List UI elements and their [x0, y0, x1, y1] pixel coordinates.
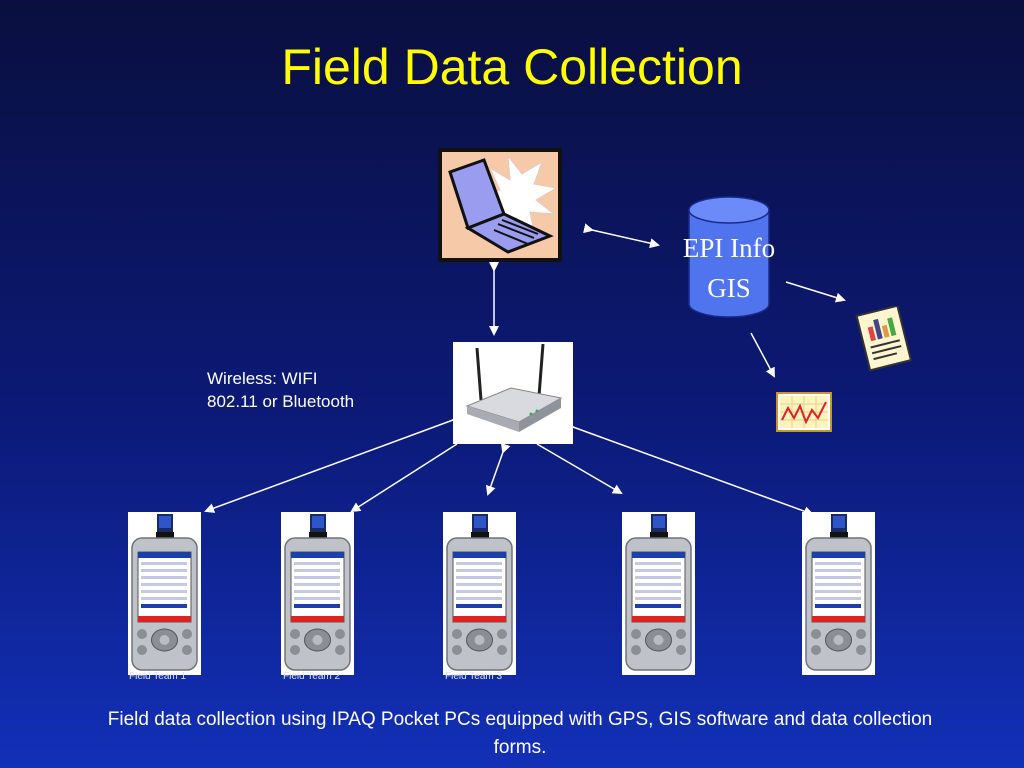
- database-label: EPI Info GIS: [664, 228, 794, 308]
- arrow-router-device-5: [563, 419, 814, 516]
- slide-title: Field Data Collection: [281, 39, 743, 95]
- arrow-database-report: [785, 281, 846, 303]
- pocket-pc-icon: [802, 512, 875, 675]
- field-device-3: [443, 512, 516, 675]
- arrow-router-device-2: [350, 443, 458, 513]
- database-label-line2: GIS: [707, 273, 751, 303]
- arrow-database-chart: [750, 332, 775, 378]
- line-chart-icon: [776, 392, 832, 432]
- arrow-router-device-3: [485, 442, 511, 496]
- report-document-icon: [855, 306, 913, 372]
- field-team-label-3: Field Team 3: [445, 671, 503, 682]
- field-device-1: [128, 512, 201, 675]
- field-device-4: [622, 512, 695, 675]
- laptop-icon: [438, 148, 562, 262]
- wireless-router-icon: [453, 342, 573, 444]
- arrow-router-device-1: [204, 412, 463, 513]
- field-device-5: [802, 512, 875, 675]
- pocket-pc-icon: [128, 512, 201, 675]
- pocket-pc-icon: [622, 512, 695, 675]
- arrow-laptop-database: [583, 223, 660, 249]
- wireless-label-line2: 802.11 or Bluetooth: [207, 392, 355, 411]
- wireless-label: Wireless: WIFI 802.11 or Bluetooth: [207, 367, 354, 413]
- field-team-label-1: Field Team 1: [129, 671, 187, 682]
- database-label-line1: EPI Info: [682, 233, 776, 263]
- pocket-pc-icon: [281, 512, 354, 675]
- field-device-2: [281, 512, 354, 675]
- slide-caption: Field data collection using IPAQ Pocket …: [107, 709, 933, 758]
- pocket-pc-icon: [443, 512, 516, 675]
- wireless-label-line1: Wireless: WIFI: [207, 369, 318, 388]
- field-team-label-2: Field Team 2: [283, 671, 341, 682]
- arrow-router-device-4: [536, 443, 623, 495]
- database-cylinder-icon: [688, 196, 770, 318]
